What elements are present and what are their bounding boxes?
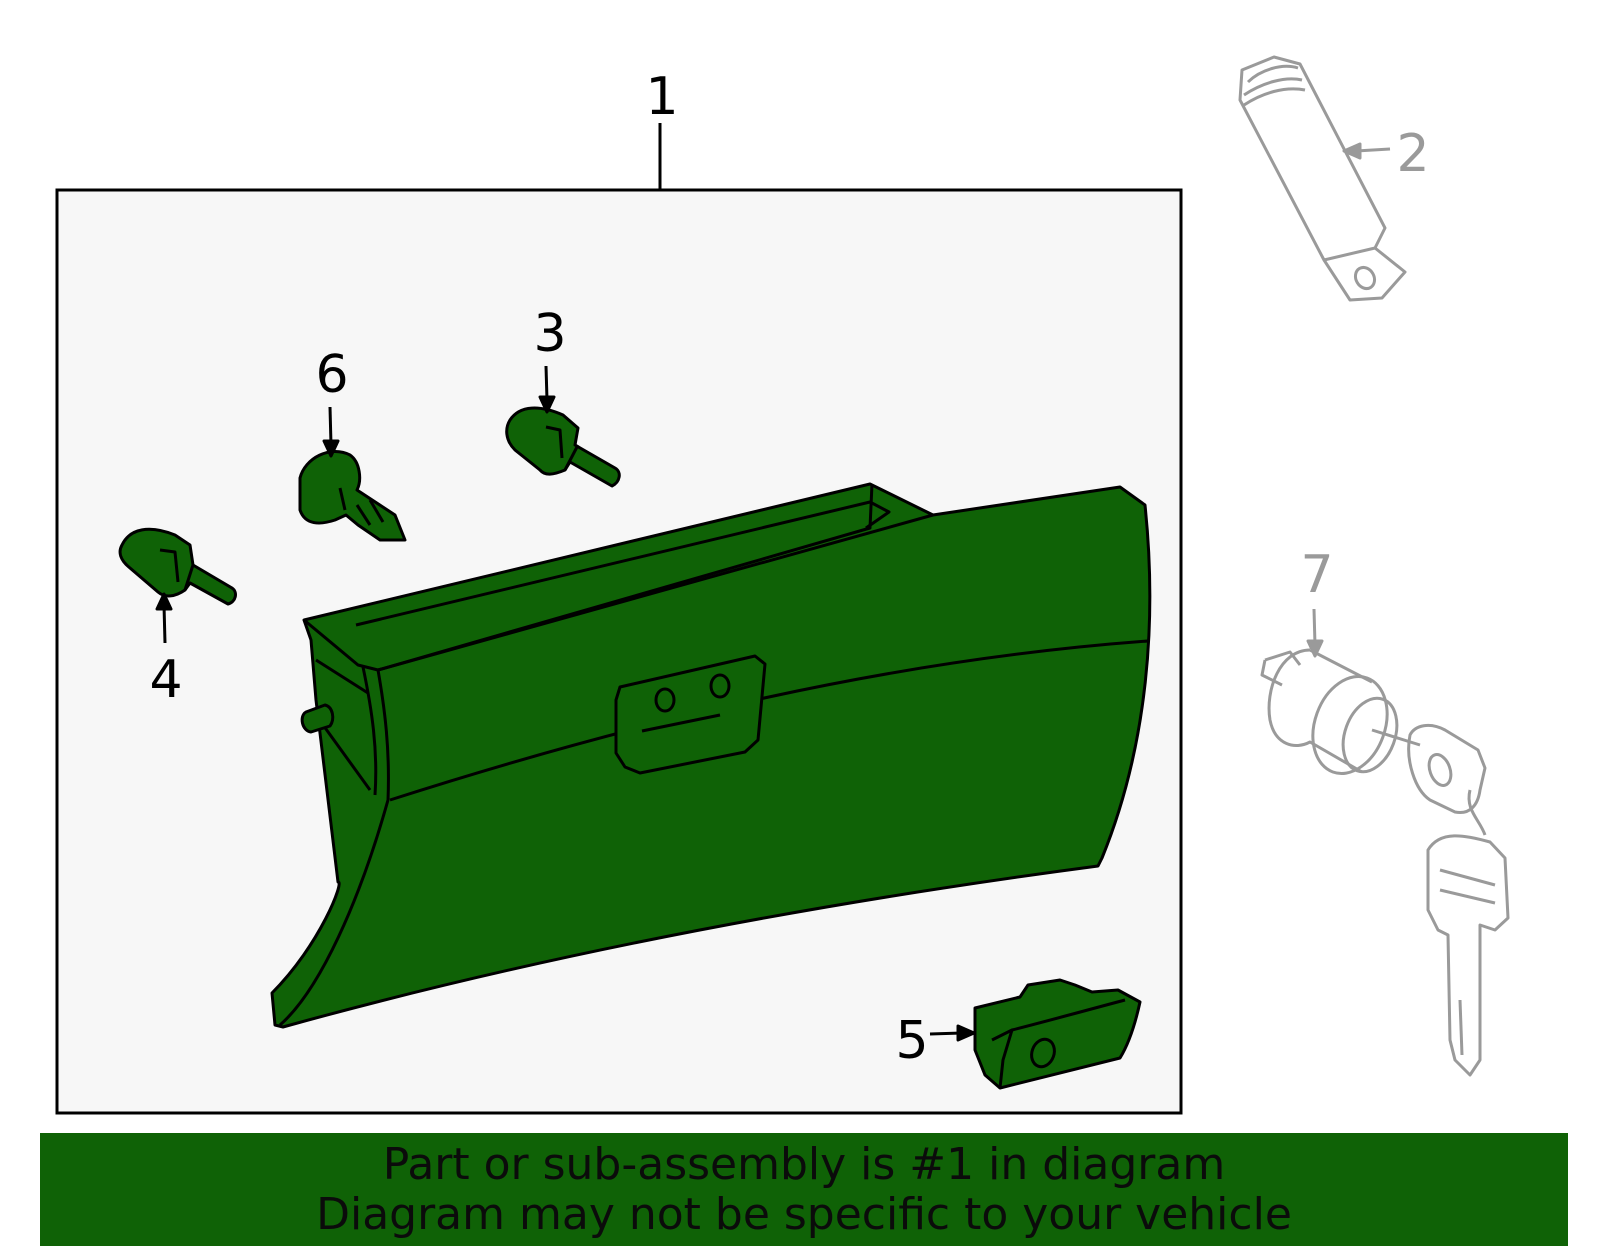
info-banner: Part or sub-assembly is #1 in diagram Di…	[40, 1133, 1568, 1246]
part-5-bumper[interactable]	[929, 978, 1142, 1090]
leader-arrow-2	[1355, 147, 1391, 153]
part-6-screw[interactable]	[298, 406, 407, 542]
callout-5: 5	[895, 1011, 928, 1071]
part-7-lock-cylinder[interactable]	[1260, 608, 1510, 1077]
part-3-clip[interactable]	[505, 365, 621, 488]
leader-arrow-3	[544, 365, 549, 401]
part-4-clip[interactable]	[118, 527, 237, 644]
part-2-hinge-pin[interactable]	[1238, 55, 1407, 302]
callout-4: 4	[149, 650, 182, 710]
leader-arrow-6	[328, 406, 333, 446]
callout-6: 6	[315, 345, 348, 405]
banner-line-2: Diagram may not be specific to your vehi…	[316, 1188, 1292, 1240]
banner-line-1: Part or sub-assembly is #1 in diagram	[382, 1138, 1226, 1190]
callout-2: 2	[1396, 124, 1429, 184]
callout-1: 1	[645, 67, 678, 127]
leader-arrow-7	[1312, 608, 1317, 646]
leader-arrow-4	[162, 604, 167, 644]
callout-7: 7	[1300, 545, 1333, 605]
glove-box-assembly[interactable]	[270, 482, 1152, 1029]
callout-3: 3	[533, 304, 566, 364]
info-banner-bg	[40, 1133, 1568, 1246]
